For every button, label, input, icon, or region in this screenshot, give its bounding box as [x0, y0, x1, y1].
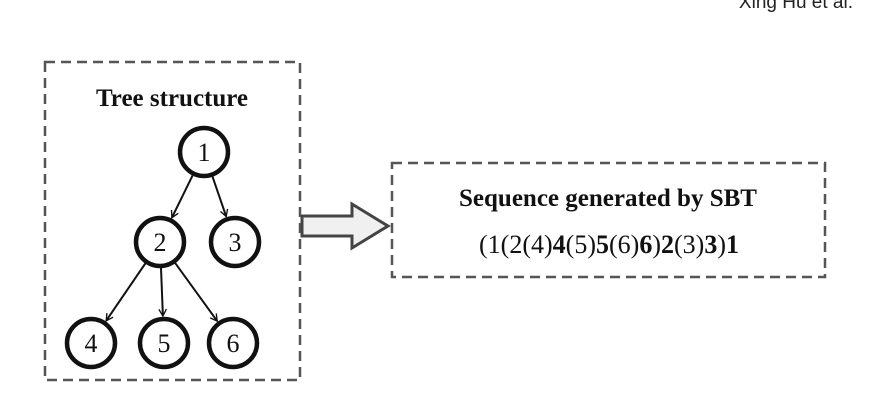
sequence-token-bold: 4 [553, 230, 566, 259]
sequence-panel-title: Sequence generated by SBT [459, 185, 757, 212]
tree-node-circle [64, 316, 118, 370]
tree-node-circle [137, 316, 191, 370]
tree-edge-n1-n3 [211, 176, 229, 218]
tree-edges [105, 174, 229, 323]
sequence-token: (3) [674, 230, 704, 259]
sequence-token: (5) [566, 230, 596, 259]
tree-nodes: 1 2 3 4 5 6 [64, 125, 262, 370]
sequence-token: (4) [522, 230, 552, 259]
tree-node-1: 1 [177, 125, 231, 179]
tree-panel-title: Tree structure [96, 85, 248, 112]
sequence-panel-frame [390, 161, 827, 279]
page-header-author: Xing Hu et al. [739, 0, 853, 13]
tree-node-6: 6 [206, 316, 260, 370]
tree-node-circle [206, 316, 260, 370]
tree-node-circle [208, 215, 262, 269]
sequence-token: ) [652, 230, 661, 259]
tree-edge-n2-n4 [105, 262, 147, 322]
tree-node-3: 3 [208, 215, 262, 269]
tree-node-circle [177, 125, 231, 179]
sequence-token-bold: 3 [704, 230, 717, 259]
sbt-sequence: (1(2(4)4(5)5(6)6)2(3)3)1 [479, 230, 739, 259]
tree-node-label: 4 [85, 329, 98, 358]
sequence-token: (2 [501, 230, 523, 259]
tree-node-label: 2 [154, 228, 167, 257]
tree-node-label: 1 [198, 138, 211, 167]
sequence-token-bold: 5 [596, 230, 609, 259]
tree-node-circle [133, 215, 187, 269]
tree-node-5: 5 [137, 316, 191, 370]
tree-edge-n1-n2 [170, 174, 194, 219]
sequence-token-bold: 2 [661, 230, 674, 259]
sequence-token: (6) [609, 230, 639, 259]
transform-arrow-icon [300, 201, 391, 251]
tree-edge-n2-n5 [158, 267, 167, 318]
tree-node-label: 3 [229, 228, 242, 257]
tree-node-label: 5 [158, 329, 171, 358]
tree-node-label: 6 [227, 329, 240, 358]
tree-edge-n2-n6 [174, 262, 219, 323]
sequence-token: (1 [479, 230, 501, 259]
sequence-token-bold: 1 [726, 230, 739, 259]
sequence-token: ) [717, 230, 726, 259]
sequence-token-bold: 6 [639, 230, 652, 259]
tree-node-2: 2 [133, 215, 187, 269]
tree-node-4: 4 [64, 316, 118, 370]
